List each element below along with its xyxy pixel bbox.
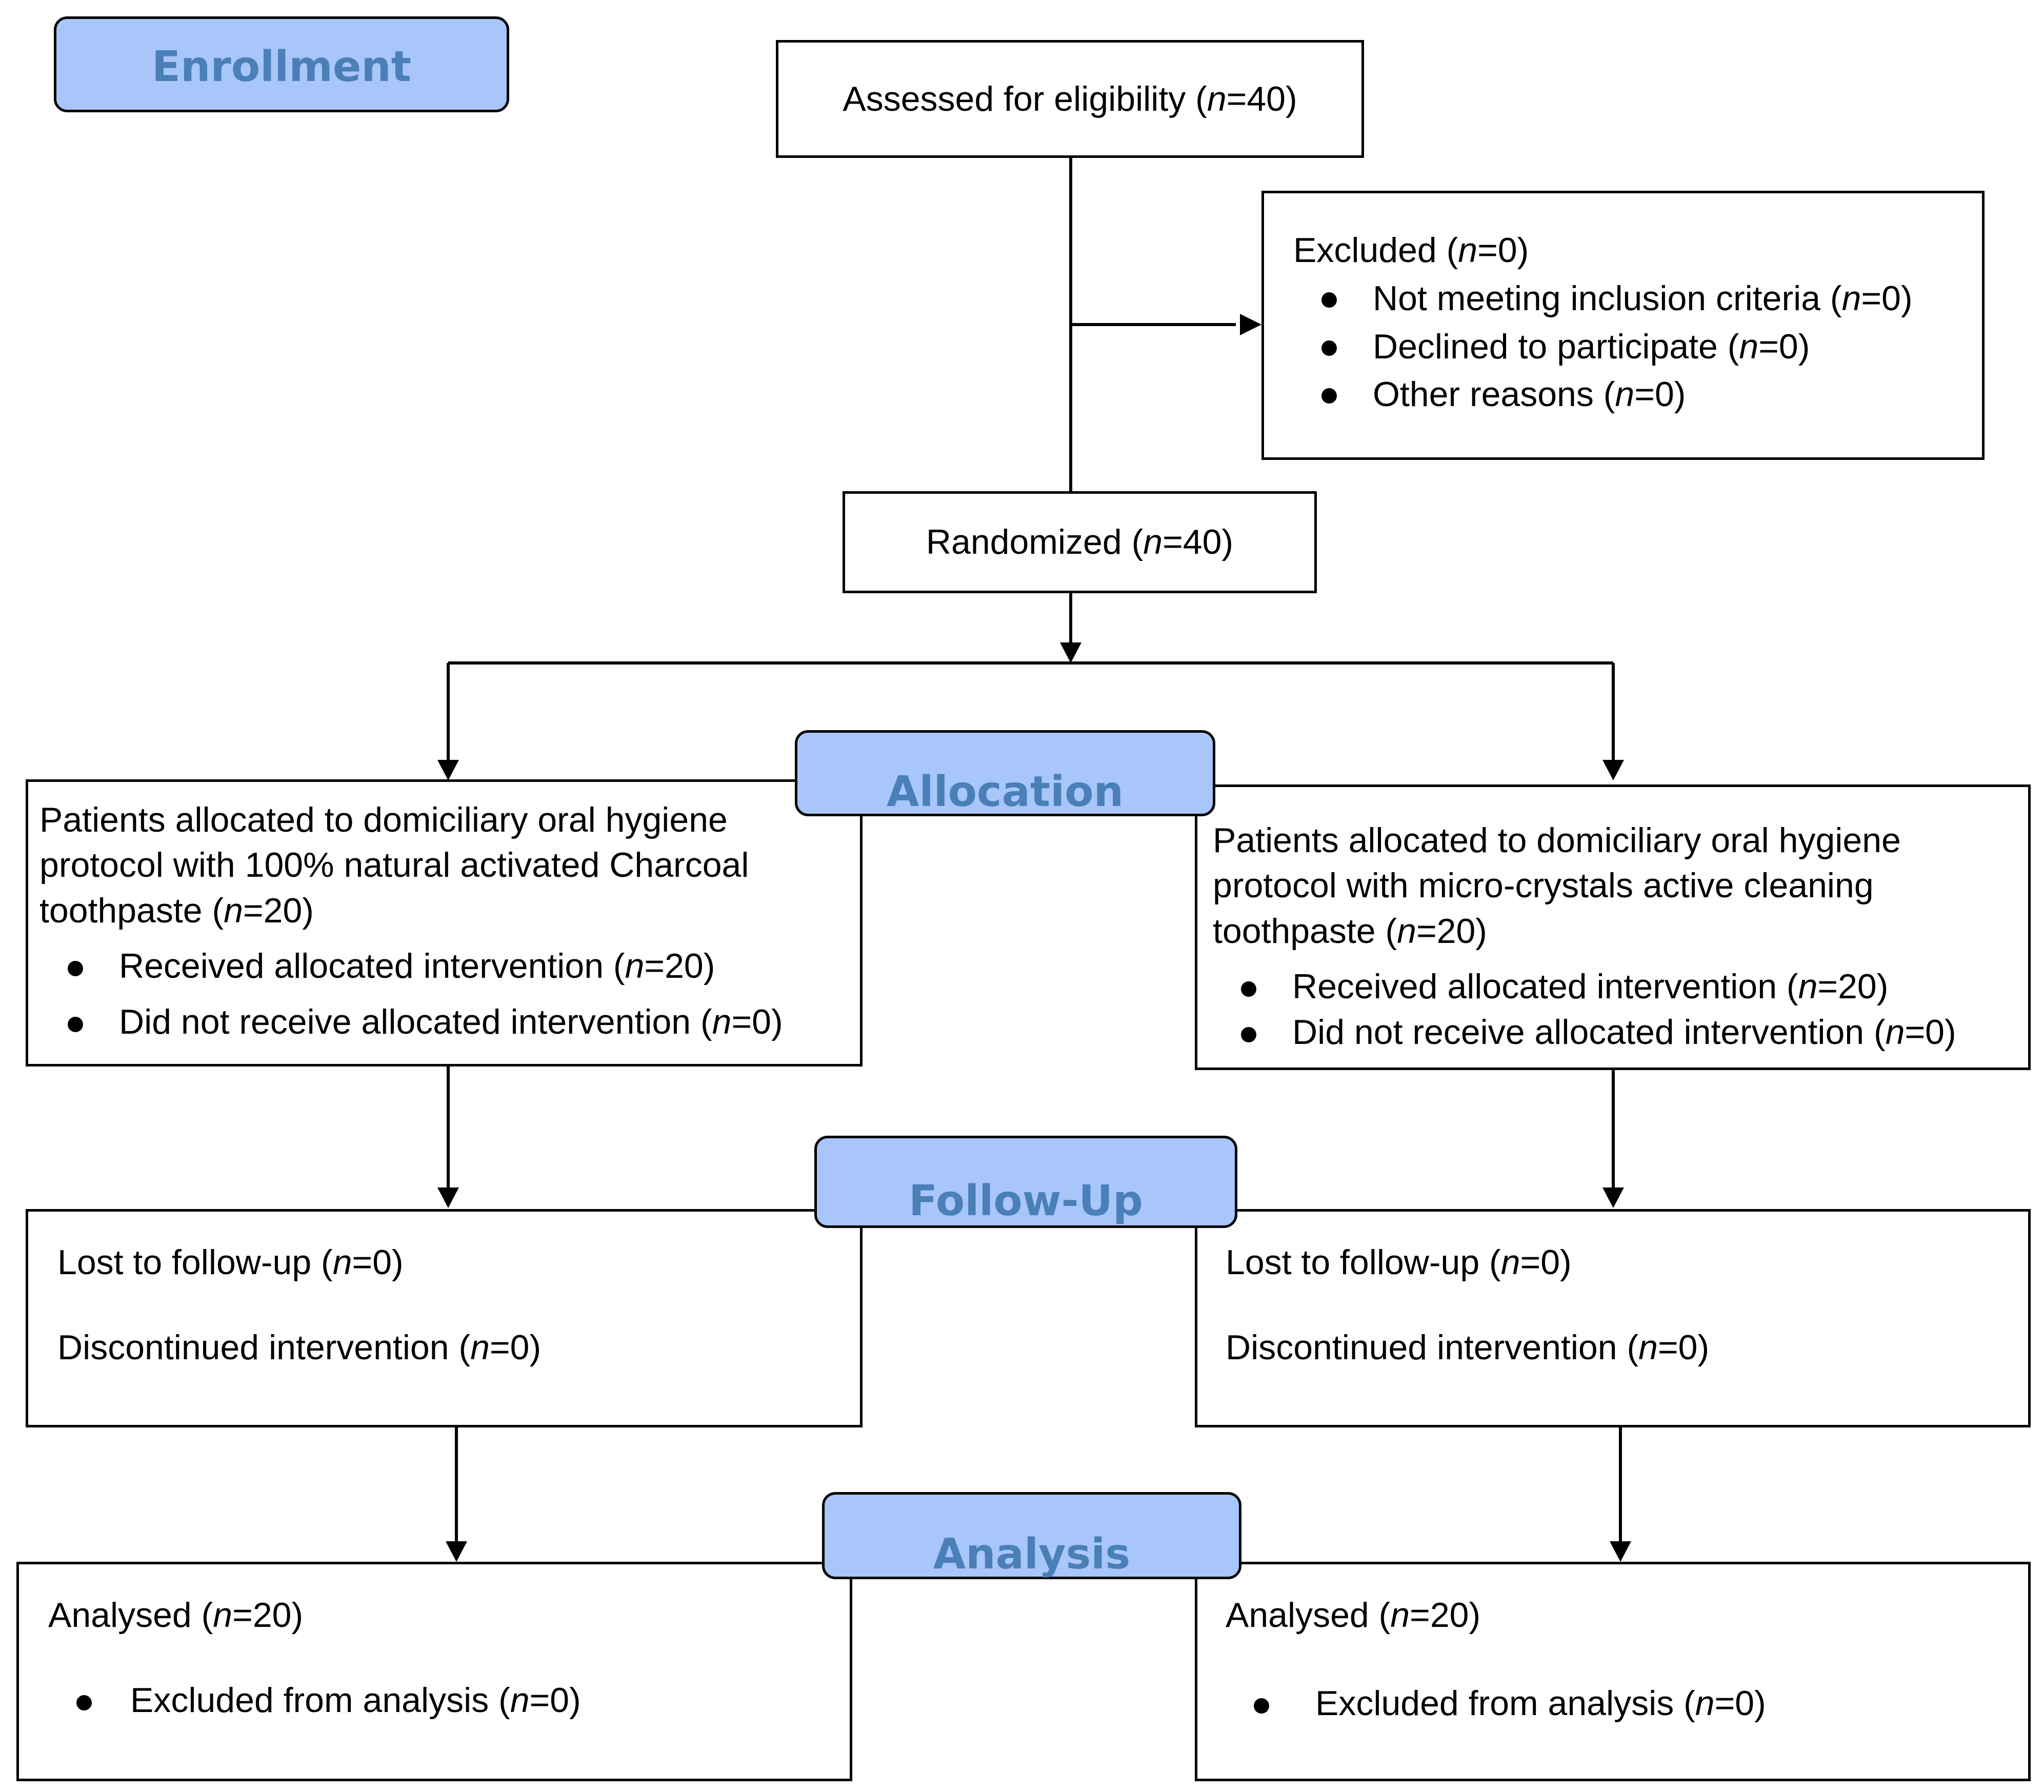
left-analysis-arrowhead (446, 1541, 467, 1562)
analysis-right-excluded: Excluded from analysis (n=0) (1226, 1681, 2028, 1726)
randomized-arrowhead (1060, 642, 1081, 663)
followup-box-right: Lost to follow-up (n=0) Discontinued int… (1195, 1209, 2031, 1427)
assessed-box: Assessed for eligibility (n=40) (776, 40, 1364, 158)
followup-box-left: Lost to follow-up (n=0) Discontinued int… (26, 1209, 863, 1427)
allocation-left-item: Did not receive allocated intervention (… (39, 999, 860, 1044)
allocation-box-left: Patients allocated to domiciliary oral h… (26, 779, 863, 1066)
randomized-text: Randomized (n=40) (926, 522, 1234, 562)
right-analysis-arrowhead (1610, 1541, 1631, 1562)
followup-left-lost: Lost to follow-up (n=0) (57, 1243, 404, 1282)
allocation-left-description-line: protocol with 100% natural activated Cha… (39, 845, 749, 885)
analysis-right-analysed: Analysed (n=20) (1226, 1596, 1481, 1635)
allocation-left-description-line: Patients allocated to domiciliary oral h… (39, 800, 728, 839)
followup-right-lost: Lost to follow-up (n=0) (1226, 1243, 1572, 1282)
excluded-box: Excluded (n=0) Not meeting inclusion cri… (1261, 191, 1985, 460)
excluded-reason-item: Declined to participate (n=0) (1293, 323, 1982, 371)
allocation-box-right: Patients allocated to domiciliary oral h… (1195, 784, 2031, 1070)
left-followup-arrowhead (437, 1187, 459, 1208)
followup-right-discontinued: Discontinued intervention (n=0) (1226, 1328, 1710, 1367)
left-allocation-arrowhead (437, 760, 459, 780)
analysis-left-excluded: Excluded from analysis (n=0) (48, 1678, 850, 1723)
stage-label-analysis-text: Analysis (933, 1530, 1131, 1579)
allocation-right-description-line: toothpaste (n=20) (1213, 911, 1487, 951)
analysis-left-analysed: Analysed (n=20) (48, 1596, 304, 1635)
assessed-text: Assessed for eligibility (n=40) (843, 79, 1297, 118)
allocation-right-item: Did not receive allocated intervention (… (1213, 1010, 2028, 1055)
followup-left-discontinued: Discontinued intervention (n=0) (57, 1328, 542, 1367)
excluded-reason-item: Not meeting inclusion criteria (n=0) (1293, 275, 1982, 323)
right-allocation-arrowhead (1602, 760, 1624, 780)
stage-label-allocation: Allocation (795, 730, 1215, 816)
stage-label-enrollment: Enrollment (54, 16, 509, 112)
arrowheads (437, 314, 1631, 1562)
right-followup-arrowhead (1602, 1187, 1624, 1208)
allocation-right-item: Received allocated intervention (n=20) (1213, 964, 2028, 1009)
randomized-box: Randomized (n=40) (843, 491, 1317, 593)
stage-label-enrollment-text: Enrollment (151, 43, 411, 91)
analysis-box-left: Analysed (n=20) Excluded from analysis (… (16, 1562, 852, 1781)
allocation-right-description-line: Patients allocated to domiciliary oral h… (1213, 821, 1901, 860)
analysis-box-right: Analysed (n=20) Excluded from analysis (… (1195, 1562, 2031, 1781)
stage-label-follow-up: Follow-Up (814, 1136, 1237, 1228)
allocation-left-item: Received allocated intervention (n=20) (39, 943, 860, 989)
connector-lines (447, 157, 1622, 1543)
stage-label-allocation-text: Allocation (887, 768, 1124, 816)
allocation-left-description-line: toothpaste (n=20) (39, 891, 314, 930)
allocation-right-description-line: protocol with micro-crystals active clea… (1213, 866, 1874, 905)
stage-label-follow-up-text: Follow-Up (909, 1177, 1143, 1225)
excluded-reason-item: Other reasons (n=0) (1293, 371, 1982, 419)
excluded-title: Excluded (n=0) (1293, 231, 1529, 270)
stage-label-analysis: Analysis (822, 1492, 1241, 1579)
excluded-arrowhead (1240, 314, 1261, 335)
